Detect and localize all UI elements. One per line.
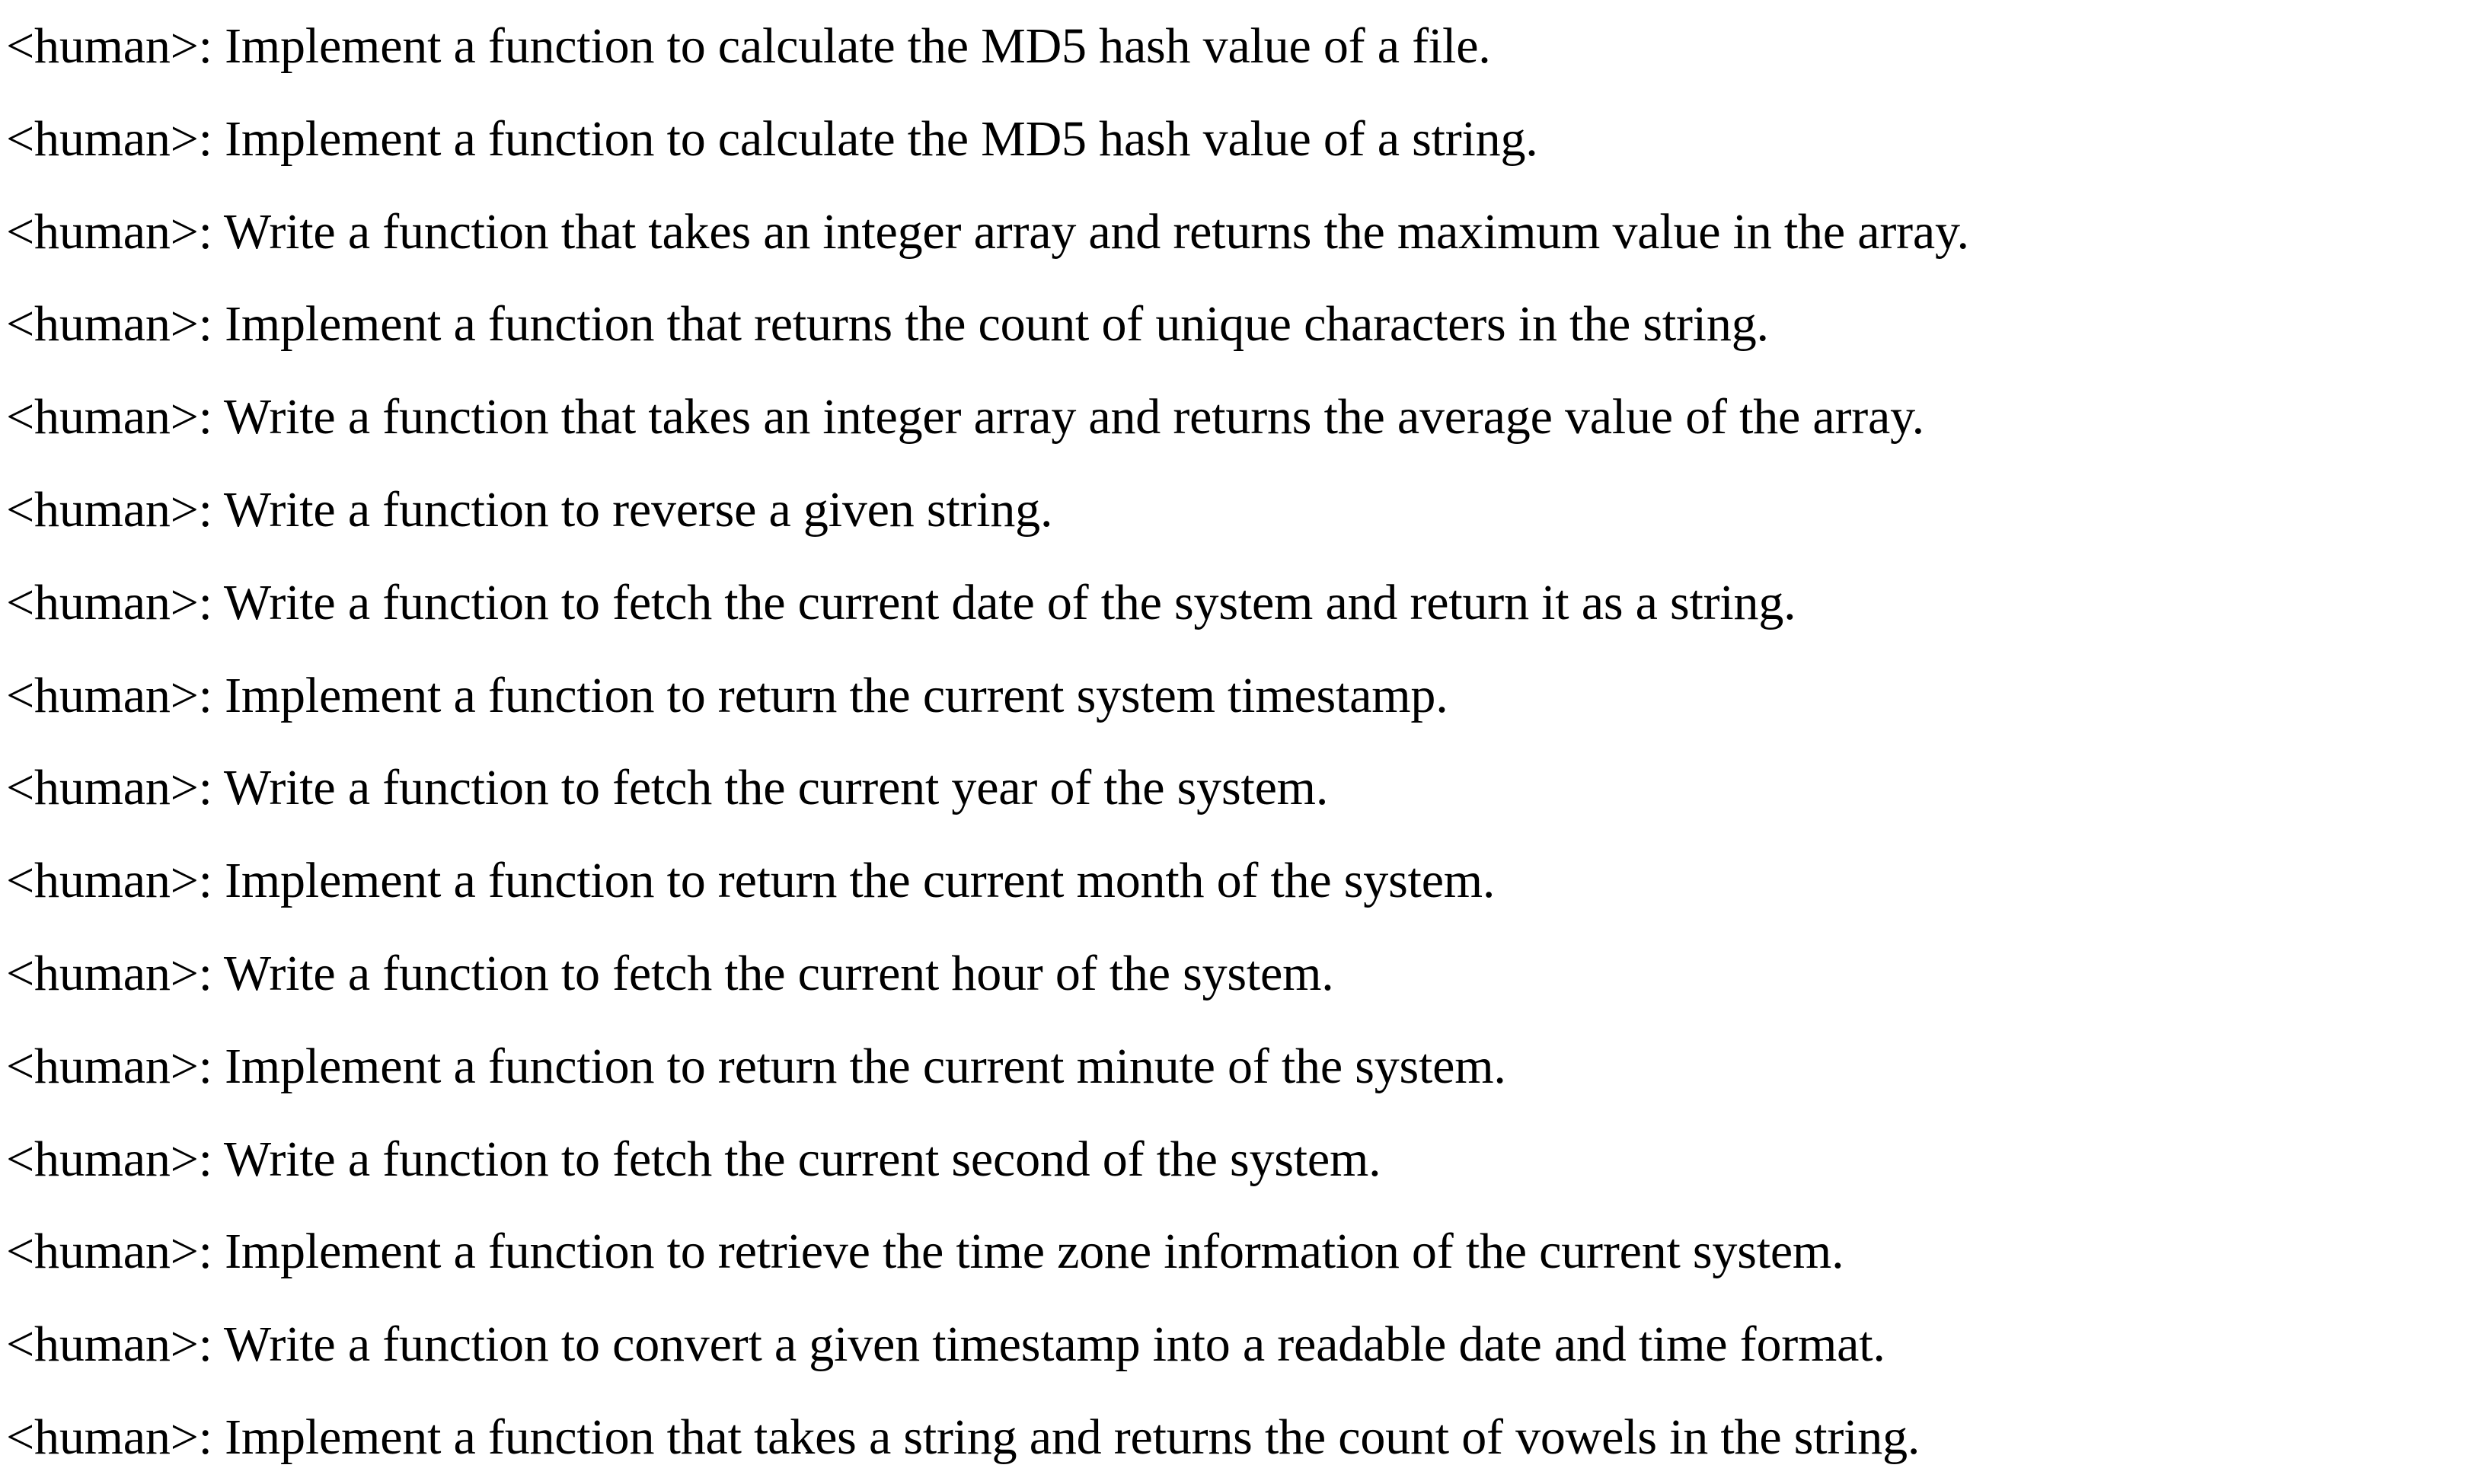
transcript-line: <human>: Implement a function to calcula…: [6, 110, 1538, 167]
transcript-line: <human>: Write a function that takes an …: [6, 203, 1969, 260]
transcript-line: <human>: Implement a function that takes…: [6, 1409, 1920, 1465]
transcript-line: <human>: Write a function to fetch the c…: [6, 760, 1329, 816]
transcript-line: <human>: Write a function that takes an …: [6, 389, 1924, 445]
transcript-line: <human>: Implement a function to calcula…: [6, 18, 1491, 74]
transcript-body: <human>: Implement a function to calcula…: [6, 0, 2484, 1484]
transcript-line: <human>: Implement a function to return …: [6, 1038, 1506, 1094]
transcript-line: <human>: Write a function to fetch the c…: [6, 574, 1796, 630]
transcript-line: <human>: Write a function to fetch the c…: [6, 1131, 1381, 1187]
transcript-line: <human>: Implement a function to return …: [6, 853, 1496, 909]
transcript-line: <human>: Write a function to reverse a g…: [6, 481, 1053, 538]
transcript-line: <human>: Implement a function that retur…: [6, 296, 1769, 353]
transcript-line: <human>: Write a function to convert a g…: [6, 1316, 1885, 1373]
transcript-line: <human>: Implement a function to return …: [6, 667, 1448, 723]
transcript-line: <human>: Implement a function to retriev…: [6, 1224, 1844, 1280]
transcript-line: <human>: Write a function to fetch the c…: [6, 945, 1334, 1001]
